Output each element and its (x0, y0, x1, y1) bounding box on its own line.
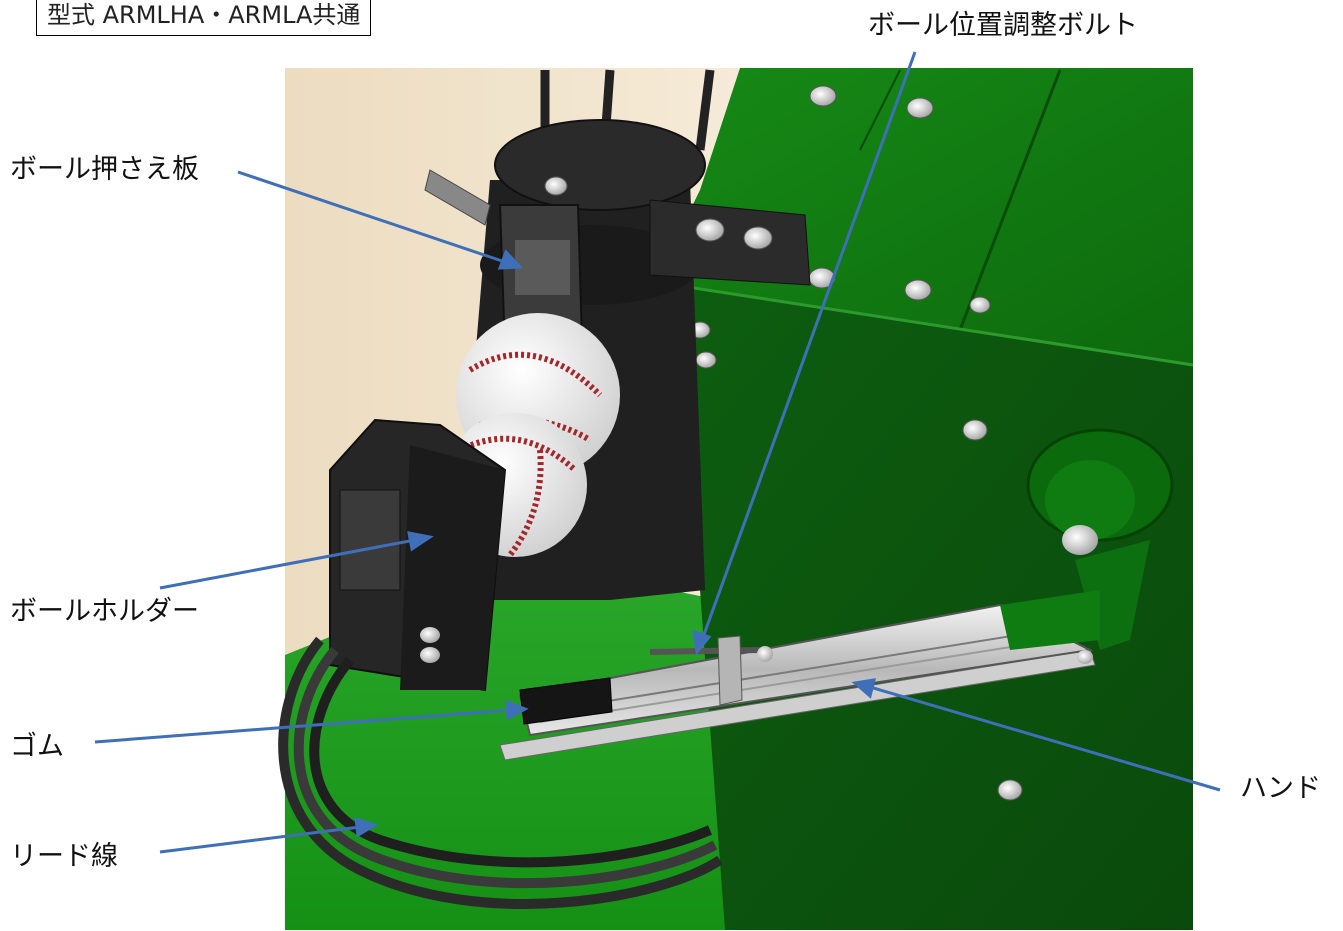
model-label: 型式 ARMLHA・ARMLA共通 (36, 0, 372, 36)
label-hand: ハンド (1240, 773, 1321, 804)
top-panel (655, 68, 1193, 365)
lead-wire (278, 636, 723, 909)
label-rubber: ゴム (10, 731, 64, 762)
label-ball-position-bolt: ボール位置調整ボルト (868, 10, 1138, 41)
label-lead-wire: リード線 (10, 841, 118, 872)
ball-holder (329, 418, 507, 692)
leader-lines (94, 51, 1221, 854)
hand-rail (499, 590, 1100, 761)
label-ball-holder: ボールホルダー (10, 596, 199, 627)
label-ball-press-plate: ボール押さえ板 (10, 154, 199, 185)
